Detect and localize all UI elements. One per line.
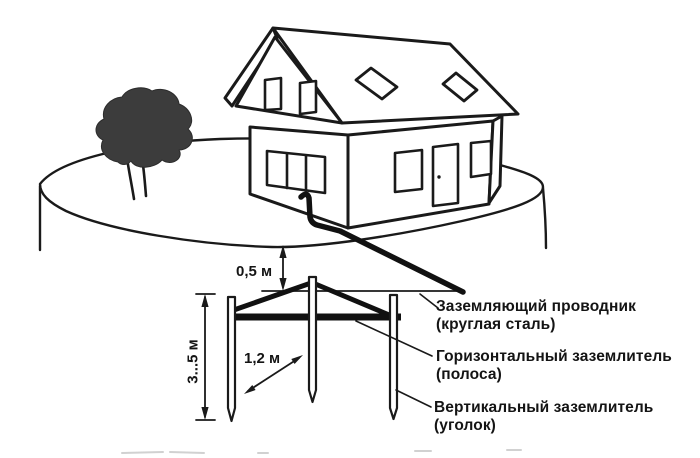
tent-link-right — [310, 280, 397, 320]
callout-grounding-conductor-line2: (круглая сталь) — [436, 316, 556, 333]
callout-leader-lines — [355, 293, 439, 408]
right-return-wall — [487, 114, 504, 205]
electrode-middle — [307, 275, 318, 404]
roof-skylights — [354, 66, 479, 103]
leader-vertical — [395, 389, 432, 408]
callout-grounding-conductor: Заземляющий проводник (круглая сталь) — [436, 298, 636, 334]
leader-conductor — [419, 293, 439, 309]
roof-rake — [223, 26, 279, 108]
ground-right-side-line — [541, 186, 548, 250]
electrode-left — [226, 295, 237, 423]
front-windows-and-door — [393, 139, 493, 208]
dimension-spacing-label: 1,2 м — [244, 350, 281, 367]
ground-ellipse — [38, 137, 548, 252]
tree-canopy — [95, 87, 193, 168]
tent-link-left — [228, 280, 314, 314]
left-wall-window — [265, 149, 327, 195]
house — [223, 26, 520, 230]
leader-horizontal — [355, 320, 433, 357]
electrode-right — [388, 293, 399, 421]
callout-vertical-electrode-line2: (уголок) — [434, 417, 496, 434]
tree — [95, 87, 193, 201]
attic-windows — [263, 76, 318, 116]
cropped-caption-remnant — [121, 449, 522, 454]
callout-horizontal-electrode-line1: Горизонтальный заземлитель — [436, 348, 672, 365]
callout-grounding-conductor-line1: Заземляющий проводник — [436, 298, 636, 315]
dimension-depth-label: 0,5 м — [236, 263, 273, 280]
callout-vertical-electrode-line1: Вертикальный заземлитель — [434, 399, 654, 416]
door — [431, 142, 460, 208]
vertical-electrodes — [226, 275, 399, 423]
grounding-conductor-line — [298, 191, 466, 295]
callout-vertical-electrode: Вертикальный заземлитель (уголок) — [434, 399, 653, 435]
front-window — [393, 148, 424, 194]
callout-horizontal-electrode: Горизонтальный заземлитель (полоса) — [436, 348, 672, 384]
callout-horizontal-electrode-line2: (полоса) — [436, 366, 502, 383]
right-window — [469, 139, 493, 179]
door-handle — [437, 175, 441, 179]
dimension-electrode-length-label: 3...5 м — [184, 339, 202, 384]
